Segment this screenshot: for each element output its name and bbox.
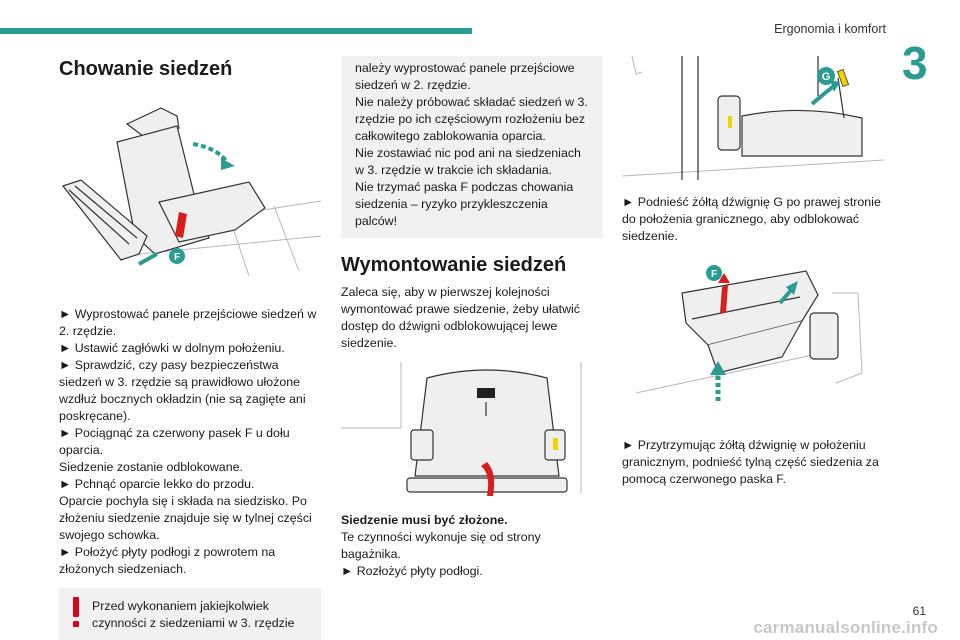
- step-text: Te czynności wykonuje się od strony baga…: [341, 530, 541, 561]
- step-text: Siedzenie zostanie odblokowane.: [59, 460, 243, 474]
- step-text: ► Wyprostować panele przejściowe siedzeń…: [59, 307, 317, 338]
- section-title: Ergonomia i komfort: [774, 22, 886, 36]
- callout-f-badge: [169, 248, 185, 264]
- step-text: ► Pociągnąć za czerwony pasek F u dołu o…: [59, 426, 290, 457]
- info-line: Nie zostawiać nic pod ani na siedzeniach…: [355, 146, 581, 177]
- red-strap: [481, 462, 495, 496]
- warning-exclamation-icon: [73, 597, 79, 627]
- seat-lift-illustration: F: [635, 265, 863, 401]
- watermark-text: carmanualsonline.info: [753, 618, 938, 637]
- lever-illustration: G: [622, 56, 884, 180]
- page-number: 61: [912, 604, 926, 618]
- callout-f-label: F: [711, 269, 717, 280]
- pull-arrow: [138, 252, 158, 266]
- info-line: Nie trzymać paska F podczas chowania sie…: [355, 180, 574, 228]
- seat-badge-icon: [477, 388, 495, 398]
- callout-f-label: F: [174, 252, 180, 263]
- seat-removal-illustration: [341, 362, 582, 496]
- push-arrow: [192, 142, 229, 164]
- red-strap: [175, 212, 187, 238]
- step-text: ► Ustawić zagłówki w dolnym położeniu.: [59, 341, 285, 355]
- step-text: ► Sprawdzić, czy pasy bezpieczeństwa sie…: [59, 358, 306, 423]
- intro-text: Zaleca się, aby w pierwszej kolejności w…: [341, 285, 580, 350]
- column-1: Chowanie siedzeń F ► Wyprostować panele …: [59, 56, 321, 640]
- bold-note: Siedzenie musi być złożone.: [341, 513, 508, 527]
- chapter-number: 3: [902, 37, 928, 89]
- step-text: ► Położyć płyty podłogi z powrotem na zł…: [59, 545, 276, 576]
- step-text: ► Rozłożyć płyty podłogi.: [341, 564, 483, 578]
- step-text: ► Pchnąć oparcie lekko do przodu.: [59, 477, 255, 491]
- info-line: Nie należy próbować składać siedzeń w 3.…: [355, 95, 588, 143]
- yellow-lever: [553, 438, 558, 450]
- header-accent-bar: [0, 28, 472, 34]
- heading-seat-folding: Chowanie siedzeń: [59, 58, 233, 80]
- info-line: należy wyprostować panele przejściowe si…: [355, 61, 575, 92]
- heading-seat-removal: Wymontowanie siedzeń: [341, 254, 567, 276]
- lift-arrow: [810, 84, 836, 106]
- callout-f-badge: [706, 265, 722, 281]
- warning-text: Przed wykonaniem jakiejkolwiek czynności…: [92, 599, 295, 630]
- column-2: należy wyprostować panele przejściowe si…: [341, 56, 603, 580]
- yellow-lever: [837, 77, 845, 119]
- column-3: G ► Podnieść żółtą dźwignię G po prawej …: [622, 56, 887, 488]
- red-strap: [720, 285, 728, 313]
- yellow-marker: [728, 116, 732, 128]
- seat-folding-illustration: F: [62, 107, 321, 277]
- callout-g-badge: [817, 67, 835, 85]
- step-text: ► Przytrzymując żółtą dźwignię w położen…: [622, 438, 879, 486]
- step-text: ► Podnieść żółtą dźwignię G po prawej st…: [622, 195, 881, 243]
- up-arrow-right: [778, 287, 794, 305]
- info-box-continued: należy wyprostować panele przejściowe si…: [341, 56, 603, 238]
- step-text: Oparcie pochyla się i składa na siedzisk…: [59, 494, 312, 542]
- callout-g-label: G: [822, 71, 831, 83]
- warning-box: Przed wykonaniem jakiejkolwiek czynności…: [59, 588, 321, 640]
